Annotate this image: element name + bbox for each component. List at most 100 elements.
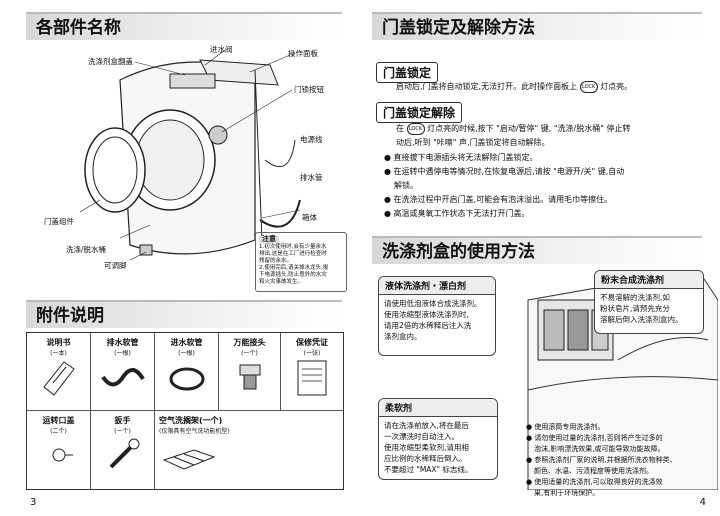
- accessory-qty: (一张): [303, 350, 321, 357]
- callout-line: 溶解后倒入洗涤剂盒内。: [600, 315, 683, 324]
- connector-icon: [239, 364, 260, 390]
- door-lock-section-title: 门盖锁定及解除方法: [372, 12, 702, 40]
- accessory-qty: (一个): [241, 350, 258, 357]
- accessory-qty: (仅限具有空气洗功能机型): [159, 428, 230, 435]
- lock-bullet: ● 在洗涤过程中开启门盖,可能会有泡沫溢出。请用毛巾等擦住。: [384, 195, 613, 204]
- door-unlock-tag: 门盖锁定解除: [376, 102, 463, 123]
- accessory-qty: (一根): [178, 350, 195, 357]
- detergent-notes: ● 使用滚筒专用洗涤剂。 ● 请勿使用过量的洗涤剂,否则将产生过多的 泡沫,影响…: [526, 422, 716, 499]
- label-power-cord: 电源线: [300, 135, 323, 144]
- accessory-warranty: 保修凭证 (一张): [281, 333, 343, 411]
- washing-machine-illustration: [79, 49, 301, 261]
- accessory-drain-hose: 排水软管 (一根): [91, 333, 155, 411]
- label-door: 门盖组件: [44, 217, 74, 226]
- lock-icon: LOCK: [579, 80, 598, 93]
- accessory-name: 进水软管: [170, 338, 203, 347]
- air-rack-icon: [162, 449, 216, 470]
- note-line: 2.使用完后,请关掉水龙头,拔: [259, 265, 329, 271]
- softener-title: 柔软剂: [379, 399, 497, 417]
- note-bullet-cont: 果,有利于环境保护。: [534, 489, 600, 497]
- accessory-name: 空气洗搁架(一个): [159, 416, 223, 425]
- callout-line: 请在洗涤前放入,将在最后: [384, 421, 469, 430]
- transport-cover-icon: [52, 448, 73, 462]
- accessory-name: 运转口盖: [42, 416, 75, 425]
- accessories-section-title: 附件说明: [26, 300, 342, 328]
- manual-icon: [42, 361, 75, 396]
- note-bullet: ● 参照洗涤剂厂家的说明,并根据所洗衣物种类、: [526, 456, 677, 464]
- detergent-section-title: 洗涤剂盒的使用方法: [372, 236, 702, 264]
- callout-line: 不要超过 "MAX" 标志线。: [384, 465, 473, 474]
- liquid-detergent-title: 液体洗涤剂・漂白剂: [379, 277, 495, 295]
- callout-line: 请用2倍的水稀释后注入洗: [384, 321, 472, 330]
- note-line: 1.初次使用时,会有少量余水: [259, 244, 327, 250]
- wrench-icon: [109, 438, 139, 469]
- callout-line: 使用浓缩型液体洗涤剂时,: [384, 310, 469, 319]
- lock-bullet: ● 在运转中遇停电等情况时,在恢复电源后,请按 "电源开/关" 键,自动: [384, 167, 625, 176]
- unlock-text-a: 在: [396, 124, 404, 133]
- unlock-text-b: 灯点亮的时候,按下 "启动/暂停" 键, "洗涤/脱水桶" 停止转: [427, 124, 631, 133]
- label-foot: 可调脚: [104, 261, 127, 270]
- accessory-qty: (二个): [50, 428, 67, 435]
- right-page: 门盖锁定及解除方法 门盖锁定 启动后,门盖将自动锁定,无法打开。此时操作面板上 …: [360, 0, 720, 516]
- page-number-left: 3: [30, 497, 37, 508]
- note-box: 注意 1.初次使用时,会有少量余水 排出,这是在工厂进行检查时 残留的余水。 2…: [255, 232, 347, 292]
- callout-line: 应比例的水稀释后倒入。: [384, 454, 467, 463]
- label-door-button: 门锁按钮: [294, 85, 324, 94]
- accessory-name: 万能接头: [233, 338, 266, 347]
- callout-line: 涤剂盒内。: [384, 332, 422, 341]
- door-lock-text: 启动后,门盖将自动锁定,无法打开。此时操作面板上 LOCK 灯点亮。: [396, 80, 632, 94]
- parts-section-title: 各部件名称: [26, 12, 342, 40]
- note-bullet: ● 使用滚筒专用洗涤剂。: [526, 423, 605, 431]
- note-title: 注意: [259, 236, 279, 243]
- door-lock-text-a: 启动后,门盖将自动锁定,无法打开。此时操作面板上: [396, 82, 578, 91]
- accessory-qty: (一个): [114, 428, 131, 435]
- accessory-qty: (一根): [114, 350, 131, 357]
- accessory-air-rack: 空气洗搁架(一个) (仅限具有空气洗功能机型): [155, 411, 343, 489]
- accessory-manual: 说明书 (一本): [27, 333, 91, 411]
- lock-bullet: ● 高温或臭氧工作状态下无法打开门盖。: [384, 209, 530, 218]
- drain-hose-icon: [100, 368, 145, 387]
- door-unlock-line2: 动后,听到 "咔嚓" 声,门盖锁定将自动解除。: [396, 138, 550, 147]
- label-detergent-cover: 洗涤剂盒翻盖: [88, 57, 133, 66]
- powder-detergent-title: 粉末合成洗涤剂: [595, 271, 703, 289]
- accessory-qty: (一本): [50, 350, 67, 357]
- accessory-name: 保修凭证: [296, 338, 328, 347]
- callout-line: 不易溶解的洗涤剂,如: [600, 293, 670, 302]
- liquid-detergent-callout: 液体洗涤剂・漂白剂 请使用低泡液体合成洗涤剂。 使用浓缩型液体洗涤剂时, 请用2…: [378, 276, 496, 356]
- note-bullet: ● 请勿使用过量的洗涤剂,否则将产生过多的: [526, 434, 663, 442]
- accessory-name: 扳手: [114, 416, 131, 425]
- callout-line: 请使用低泡液体合成洗涤剂。: [384, 299, 482, 308]
- accessory-transport-cover: 运转口盖 (二个): [27, 411, 91, 489]
- callout-line: 使用浓缩型柔软剂,请用相: [384, 443, 469, 452]
- accessory-wrench: 扳手 (一个): [91, 411, 155, 489]
- door-lock-tag: 门盖锁定: [376, 62, 439, 83]
- note-line: 下电源插头,防止意外的水灾: [259, 272, 327, 278]
- door-unlock-line1: 在 LOCK 灯点亮的时候,按下 "启动/暂停" 键, "洗涤/脱水桶" 停止转: [396, 122, 630, 136]
- door-lock-text-b: 灯点亮。: [600, 82, 633, 91]
- label-tub: 洗涤/脱水桶: [66, 245, 107, 254]
- label-control-panel: 操作面板: [288, 49, 318, 58]
- accessory-inlet-hose: 进水软管 (一根): [155, 333, 219, 411]
- note-bullet-cont: 泡沫,影响漂洗效果,或可能导致功能故障。: [534, 445, 665, 453]
- callout-line: 粉状皂片,请预先充分: [600, 304, 670, 313]
- label-drain-hose: 排水管: [300, 173, 323, 182]
- accessory-name: 排水软管: [106, 338, 139, 347]
- note-line: 残留的余水。: [259, 258, 293, 264]
- accessory-name: 说明书: [46, 338, 71, 347]
- note-bullet-cont: 颜色、水温、污渍程度等使用洗涤剂。: [534, 467, 653, 475]
- lock-bullet: ● 直接拔下电源插头将无法解除门盖锁定。: [384, 153, 538, 162]
- accessories-table: 说明书 (一本) 排水软管 (一根) 进水软管 (一根) 万能接头 (一个) 保…: [26, 332, 344, 490]
- label-cabinet: 箱体: [302, 213, 317, 222]
- page-number-right: 4: [699, 497, 706, 508]
- note-bullet: ● 使用适量的洗涤剂,可以取得良好的洗涤效: [526, 478, 663, 486]
- note-line: 排出,这是在工厂进行检查时: [259, 251, 327, 257]
- warranty-card-icon: [297, 360, 327, 396]
- note-line: 和火灾事故发生。: [259, 279, 304, 285]
- softener-callout: 柔软剂 请在洗涤前放入,将在最后 一次漂洗时自动注入。 使用浓缩型柔软剂,请用相…: [378, 398, 498, 480]
- label-inlet-valve: 进水阀: [210, 45, 233, 54]
- callout-line: 一次漂洗时自动注入。: [384, 432, 459, 441]
- lock-icon: LOCK: [406, 122, 425, 135]
- inlet-hose-icon: [169, 367, 204, 391]
- left-page: 各部件名称 进水阀 洗涤剂盒翻盖 操作面板 门锁按钮 电源线 排水管 箱体 门盖…: [26, 12, 347, 508]
- accessory-connector: 万能接头 (一个): [219, 333, 281, 411]
